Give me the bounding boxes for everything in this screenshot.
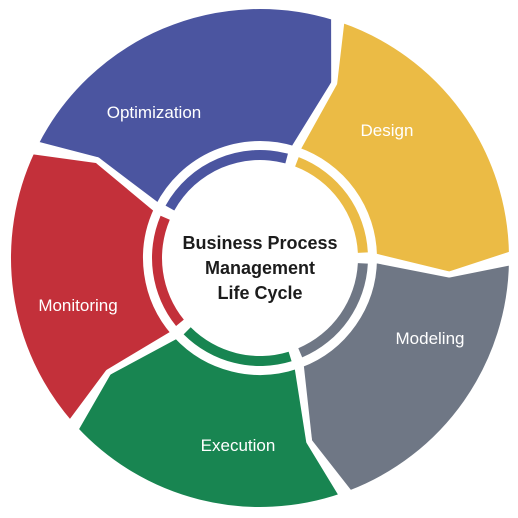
- segment-optimization: [32, 3, 338, 210]
- ring-arc-optimization: [165, 150, 288, 211]
- segment-monitoring: [5, 148, 178, 427]
- center-title-line-1: Business Process: [182, 233, 337, 253]
- center-disc: [165, 163, 355, 353]
- segment-modeling: [297, 256, 515, 497]
- label-modeling: Modeling: [396, 329, 465, 348]
- segment-design: [293, 16, 515, 278]
- stage-labels: Optimization Design Modeling Execution M…: [38, 103, 464, 455]
- label-optimization: Optimization: [107, 103, 201, 122]
- ring-arc-execution: [183, 327, 292, 367]
- ring-arc-modeling: [298, 263, 368, 358]
- outer-segments: [5, 3, 515, 513]
- label-monitoring: Monitoring: [38, 296, 117, 315]
- inner-ring: [152, 150, 368, 367]
- ring-arc-design: [295, 157, 368, 253]
- center-title: Business Process Management Life Cycle: [182, 233, 337, 303]
- segment-execution: [72, 332, 346, 513]
- center-title-line-3: Life Cycle: [217, 283, 302, 303]
- label-execution: Execution: [201, 436, 276, 455]
- label-design: Design: [361, 121, 414, 140]
- ring-arc-monitoring: [152, 215, 184, 326]
- center-title-line-2: Management: [205, 258, 315, 278]
